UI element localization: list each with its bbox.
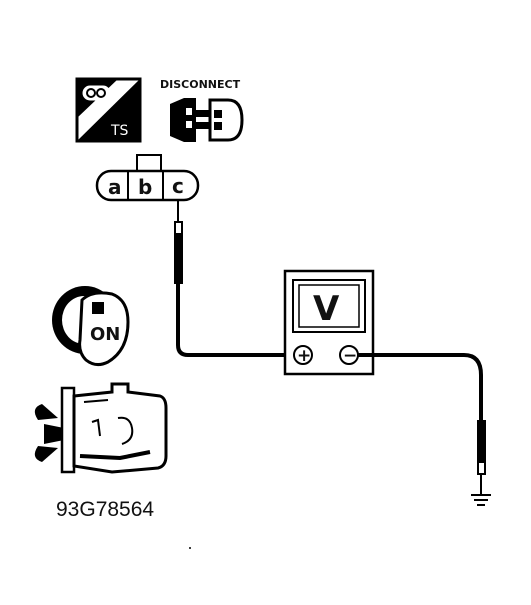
connector-pin-a: a — [108, 175, 122, 199]
voltmeter: V + − — [283, 269, 375, 376]
ignition-key-on-icon: ON — [52, 286, 130, 367]
ts-component-icon: TS — [75, 77, 142, 143]
connector-pin-c: c — [172, 174, 184, 198]
disconnected-connector-icon — [170, 98, 244, 142]
ground-icon — [471, 494, 491, 506]
figure-code: 93G78564 — [56, 498, 154, 521]
positive-terminal — [293, 345, 313, 365]
ts-component-label: TS — [110, 123, 129, 139]
voltmeter-display-label: V — [313, 289, 340, 329]
disconnect-label: DISCONNECT — [160, 78, 241, 91]
dot-mark — [189, 547, 191, 549]
test-connector: a b c — [95, 154, 200, 202]
connector-pin-b: b — [138, 175, 152, 199]
ignition-on-label: ON — [90, 324, 120, 345]
negative-test-lead — [358, 353, 486, 494]
positive-test-lead — [174, 200, 288, 357]
engine-icon — [34, 382, 168, 474]
negative-terminal-symbol: − — [343, 346, 357, 366]
positive-terminal-symbol: + — [297, 346, 311, 366]
